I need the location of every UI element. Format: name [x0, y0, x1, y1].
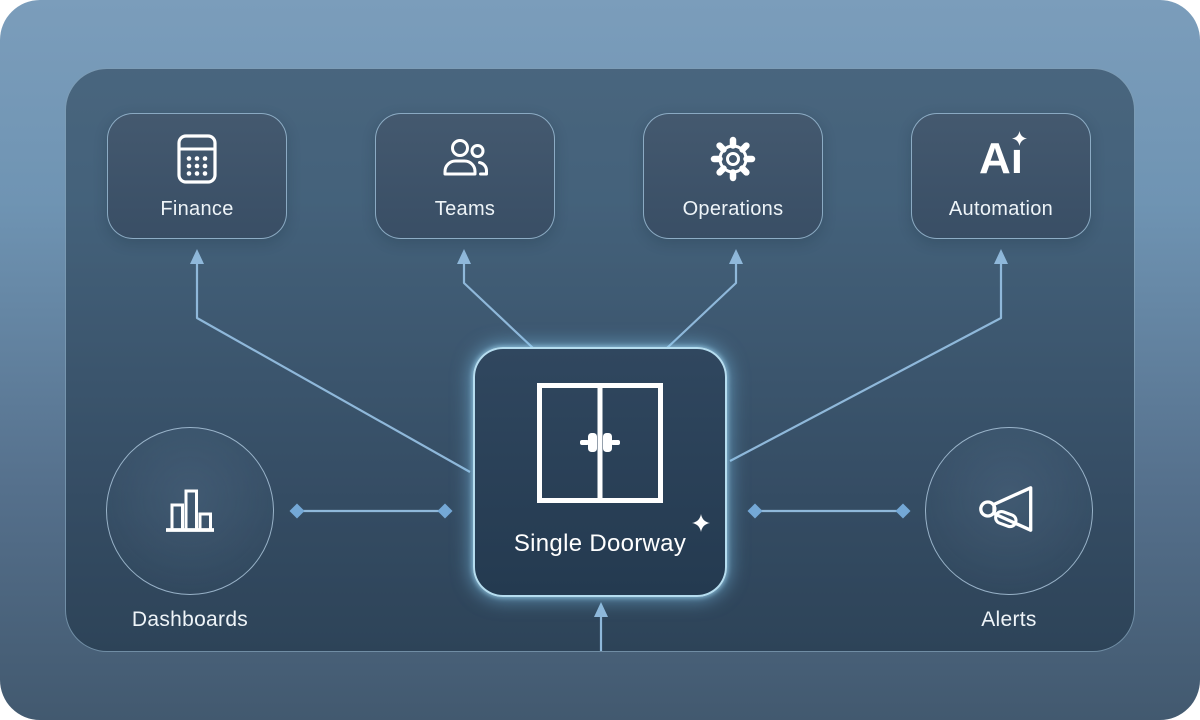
finance-label: Finance — [160, 198, 234, 220]
gear-icon — [708, 133, 758, 185]
users-icon — [440, 133, 490, 185]
alerts-label: Alerts — [981, 608, 1037, 631]
node-operations: Operations — [643, 113, 823, 239]
node-single-doorway: Single Doorway — [473, 347, 727, 597]
calculator-icon — [177, 133, 217, 185]
node-automation: Aı Automation — [911, 113, 1091, 239]
doorway-label-row: Single Doorway — [513, 514, 711, 558]
node-alerts — [925, 427, 1093, 595]
megaphone-icon — [978, 481, 1040, 542]
ai-badge-text: Aı — [979, 134, 1023, 183]
node-dashboards — [106, 427, 274, 595]
bar-chart-icon — [162, 484, 218, 539]
node-teams: Teams — [375, 113, 555, 239]
sparkle-icon — [692, 514, 711, 532]
ai-sparkle-icon: Aı — [979, 131, 1027, 185]
dashboards-label: Dashboards — [131, 608, 249, 631]
doorway-label: Single Doorway — [513, 530, 687, 557]
teams-label: Teams — [434, 198, 496, 220]
sparkle-icon — [1012, 131, 1027, 146]
operations-label: Operations — [682, 198, 784, 220]
automation-label: Automation — [948, 198, 1054, 220]
double-door-icon — [537, 383, 663, 508]
node-finance: Finance — [107, 113, 287, 239]
